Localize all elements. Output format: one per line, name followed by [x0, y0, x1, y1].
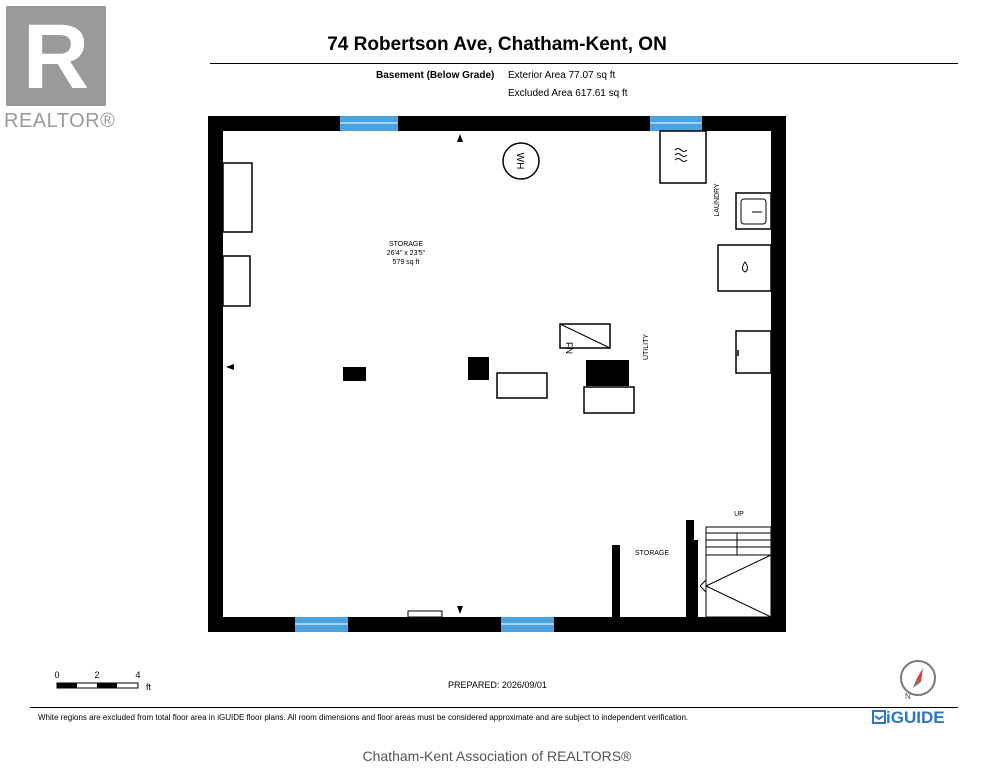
scale-tick-label: 0 [54, 670, 59, 680]
prepared-date: PREPARED: 2026/09/01 [448, 680, 547, 690]
laundry-label: LAUNDRY [714, 183, 721, 217]
compass-icon: N [897, 658, 939, 705]
room-area: 579 sq ft [393, 259, 420, 266]
equipment-unit [586, 360, 629, 386]
storage-box [496, 372, 548, 399]
floor-vent [407, 610, 443, 618]
page-footer: Chatham-Kent Association of REALTORS® [362, 748, 632, 764]
arrow-marker [226, 364, 234, 370]
page-title: 74 Robertson Ave, Chatham-Kent, ON [327, 34, 667, 55]
storage-box [583, 386, 635, 414]
realtor-logo: R [6, 6, 116, 134]
logo-letter: R [23, 6, 89, 108]
disclaimer-text: White regions are excluded from total fl… [38, 713, 689, 722]
washer [717, 244, 772, 292]
scale-bar: 0 2 4 ft [50, 668, 160, 699]
closet-wall [612, 545, 620, 617]
logo-block [6, 6, 106, 106]
utility-panel [735, 330, 772, 374]
shelf-unit [222, 162, 253, 233]
scale-tick-label: 2 [94, 670, 99, 680]
dryer [659, 130, 707, 184]
scale-tick-label: 4 [135, 670, 140, 680]
support-post [468, 357, 489, 380]
exterior-area: Exterior Area 77.07 sq ft [508, 70, 616, 81]
water-heater-label: WH [514, 153, 525, 170]
storage-closet-label: STORAGE [635, 550, 669, 557]
stair-wall [694, 540, 698, 617]
furnace-label: FN [564, 342, 574, 354]
support-post [343, 367, 366, 381]
stair-wall [686, 520, 694, 617]
room-name: STORAGE [389, 241, 423, 248]
iguide-mark-icon [872, 710, 886, 724]
arrow-marker [457, 606, 463, 614]
windows [295, 116, 702, 632]
iguide-logo: iGUIDE [872, 708, 945, 728]
arrow-marker [457, 134, 463, 142]
footer-divider [30, 707, 958, 708]
water-heater-icon [502, 142, 540, 180]
excluded-area: Excluded Area 617.61 sq ft [508, 88, 628, 99]
floor-label: Basement (Below Grade) [376, 70, 495, 81]
utility-label: UTILITY [643, 334, 650, 360]
room-dimensions: 26'4" x 23'5" [387, 250, 426, 257]
compass-label: N [905, 692, 911, 700]
logo-wordmark: REALTOR® [4, 110, 116, 132]
title-divider [210, 63, 958, 64]
shelf-unit [222, 255, 251, 307]
heat-icon [674, 148, 688, 162]
stairs-up-label: UP [734, 511, 744, 518]
staircase [699, 526, 772, 618]
scale-unit: ft [146, 682, 152, 692]
iguide-wordmark: iGUIDE [886, 708, 945, 727]
drop-icon [742, 261, 748, 273]
